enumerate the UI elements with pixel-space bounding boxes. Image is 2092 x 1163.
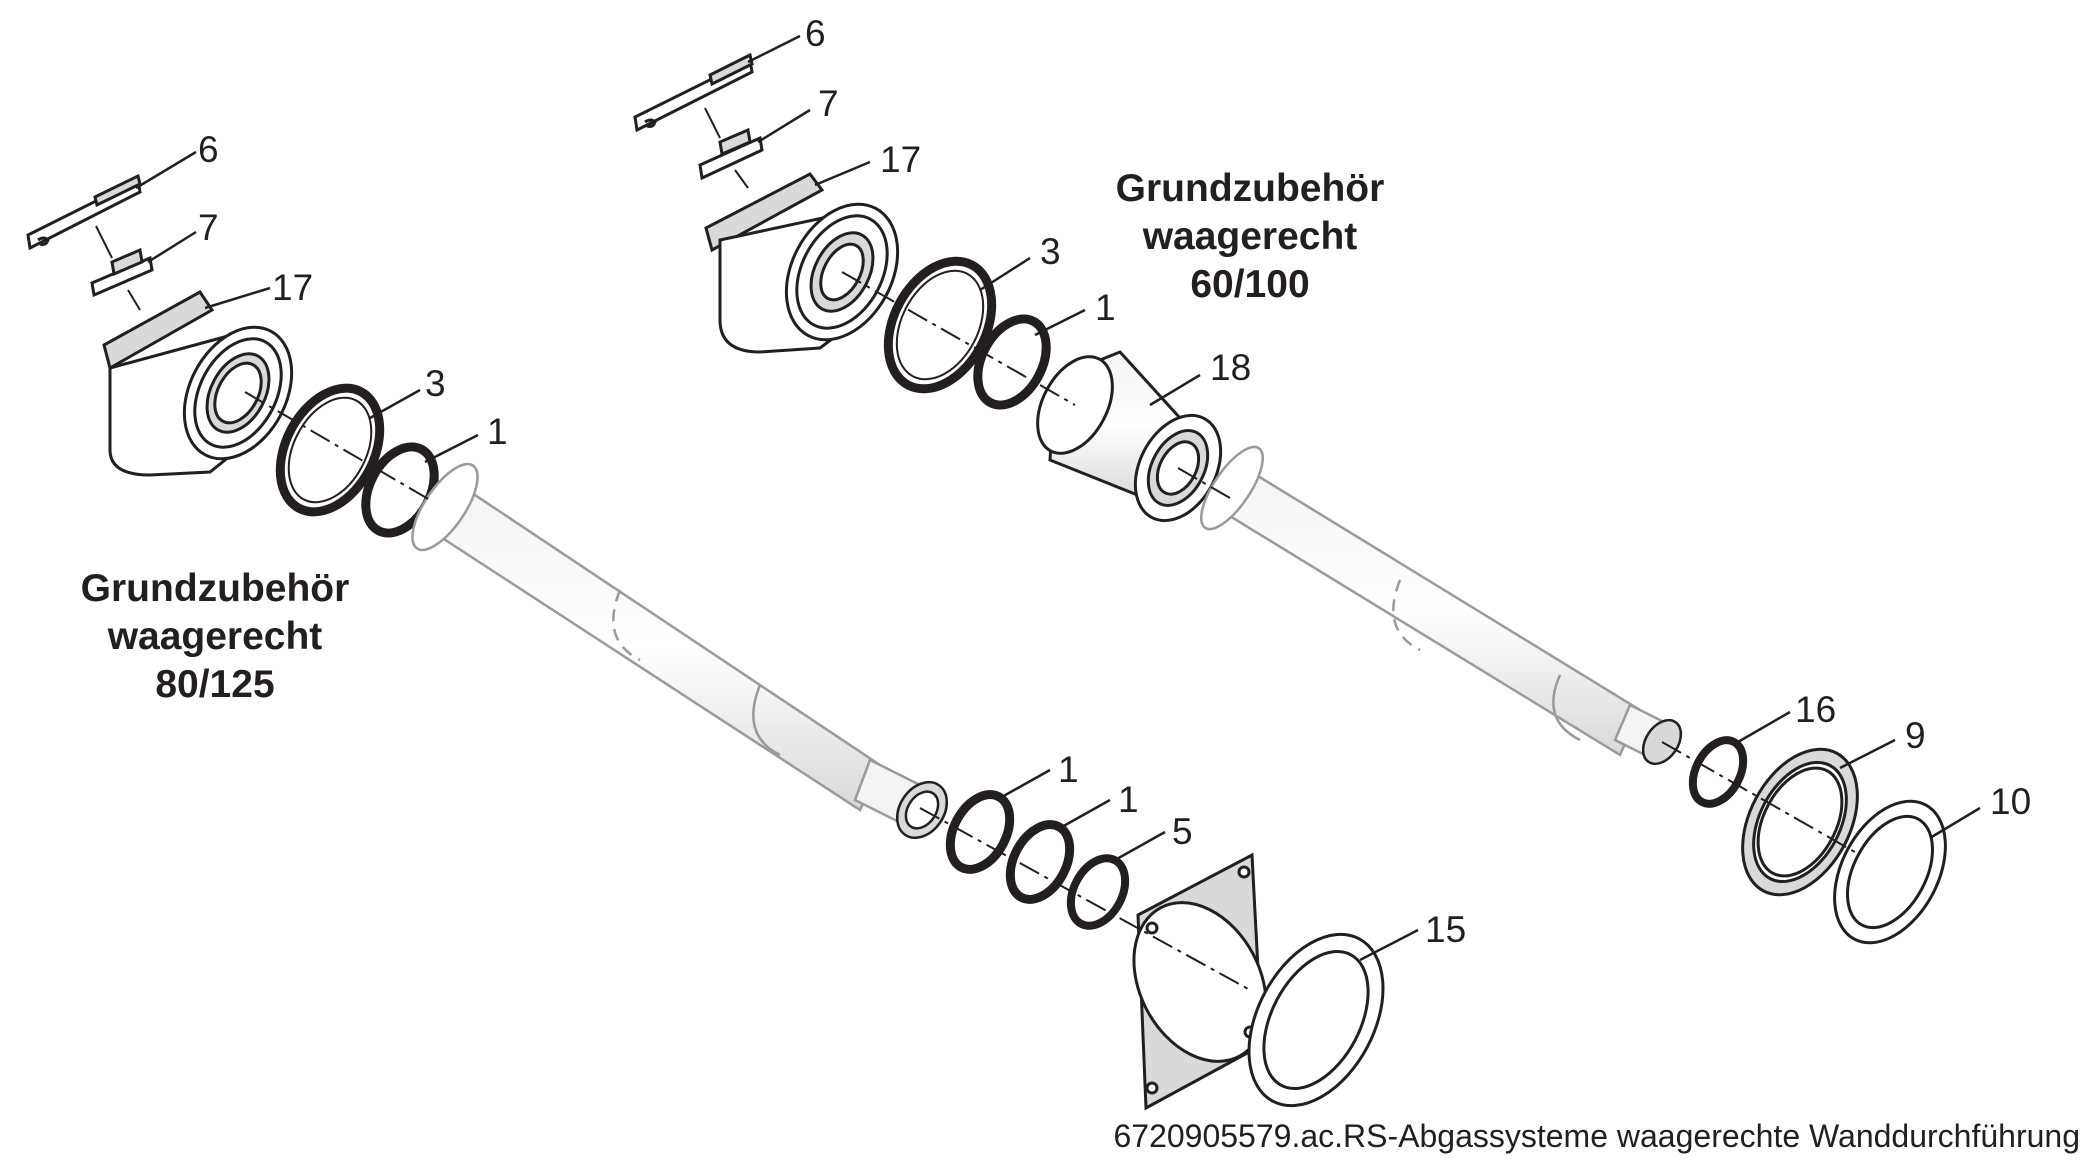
callout-label: 3	[425, 363, 446, 404]
callout-label: 6	[805, 13, 826, 54]
callout-label: 5	[1172, 811, 1193, 852]
right-assembly	[633, 52, 1947, 945]
heading-line: 80/125	[155, 663, 275, 706]
axis-right	[841, 271, 1861, 856]
part-3-ring-left	[275, 383, 385, 517]
figure-caption: 6720905579.ac.RS-Abgassysteme waagerecht…	[1113, 1118, 2080, 1154]
axis-left	[244, 391, 1251, 991]
left-assembly	[26, 173, 1385, 1111]
heading-line: Grundzubehör	[80, 567, 350, 610]
heading-line: waagerecht	[1142, 215, 1358, 258]
callout-label: 16	[1795, 689, 1837, 730]
callout-label: 7	[198, 207, 219, 248]
part-15-rosette	[1247, 932, 1385, 1108]
callout-label: 9	[1905, 715, 1926, 756]
pipe-80-125	[411, 462, 949, 839]
heading-line: Grundzubehör	[1115, 167, 1385, 210]
part-6-clip-right	[633, 52, 754, 133]
part-3-ring-right	[883, 256, 997, 394]
group-heading-80-125: Grundzubehör waagerecht 80/125	[55, 565, 375, 709]
part-16-seal	[1688, 736, 1748, 808]
callout-label: 17	[880, 139, 922, 180]
callout-label: 17	[272, 267, 314, 308]
part-1-seal-left-c	[1005, 820, 1075, 904]
part-1-seal-right	[973, 314, 1051, 410]
callout-label: 1	[1118, 779, 1139, 820]
part-9-rosette	[1741, 747, 1859, 897]
callout-label: 18	[1210, 347, 1252, 388]
callout-label: 6	[198, 129, 219, 170]
part-1-seal-left-b	[945, 790, 1015, 874]
part-17-elbow-left	[102, 290, 294, 477]
part-5-ring-left	[1066, 854, 1130, 930]
heading-line: 60/100	[1190, 263, 1310, 306]
part-7-clamp-right	[698, 127, 764, 181]
callout-label: 7	[818, 83, 839, 124]
heading-line: waagerecht	[107, 615, 323, 658]
callout-label: 1	[1058, 749, 1079, 790]
leader-lines	[135, 34, 1981, 962]
callout-label: 10	[1990, 781, 2032, 822]
callout-label: 15	[1425, 909, 1467, 950]
pipe-60-100	[1200, 445, 1683, 766]
callout-label: 3	[1040, 231, 1061, 272]
part-7-clamp-left	[90, 247, 154, 298]
group-heading-60-100: Grundzubehör waagerecht 60/100	[1090, 165, 1410, 309]
callout-label: 1	[487, 411, 508, 452]
callout-label: 1	[1095, 287, 1116, 328]
wall-plate	[1132, 852, 1268, 1111]
part-6-clip-left	[26, 173, 142, 251]
part-10-rosette	[1833, 799, 1947, 945]
